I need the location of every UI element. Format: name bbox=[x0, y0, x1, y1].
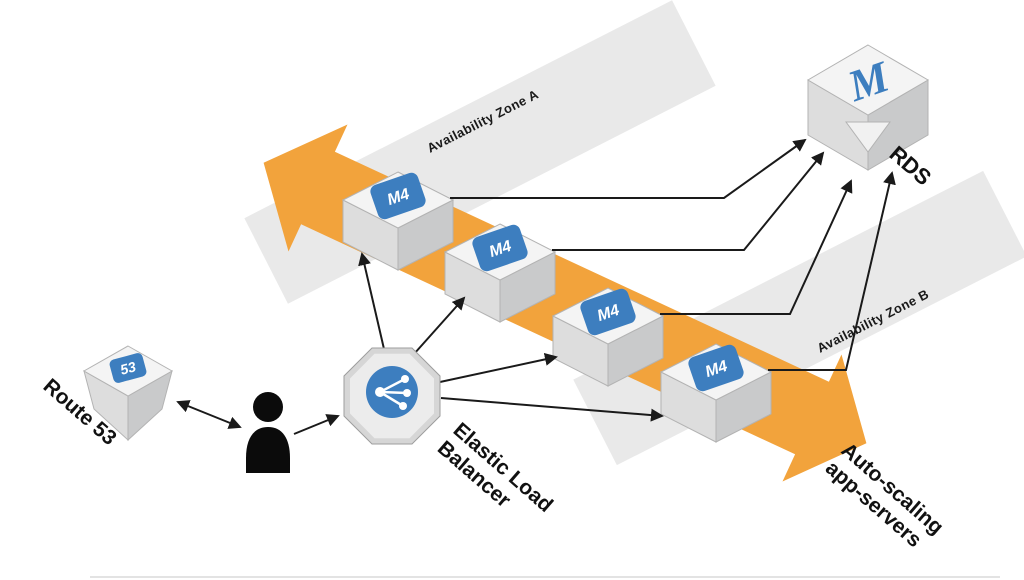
edge-elb-m4-2 bbox=[413, 296, 466, 355]
edge-m4-3-rds bbox=[660, 179, 853, 315]
elb-glyph-node-2 bbox=[403, 389, 411, 397]
m4-3-badge bbox=[580, 288, 636, 336]
m4-2-badge bbox=[472, 224, 528, 272]
rds-top-face bbox=[807, 44, 929, 116]
user-node bbox=[246, 392, 290, 473]
user-silhouette-icon bbox=[246, 427, 290, 473]
edge-elb-m4-1 bbox=[358, 252, 385, 350]
edge-m4-4-rds bbox=[768, 171, 896, 371]
m4-instance-2: M4 bbox=[443, 223, 557, 323]
route53-badge-label: 53 bbox=[118, 358, 137, 378]
elb-glyph-node-3 bbox=[399, 402, 407, 410]
edge-elb-m4-3 bbox=[439, 352, 558, 383]
route53-badge bbox=[109, 353, 147, 383]
route53-node: 53 Route 53 bbox=[39, 345, 174, 450]
edge-user-elb bbox=[293, 414, 340, 435]
edge-m4-1-rds bbox=[450, 138, 807, 199]
rds-node: M RDS bbox=[807, 44, 936, 190]
route53-gem-icon: 53 bbox=[109, 353, 147, 383]
m4-2-badge-label: M4 bbox=[487, 238, 514, 261]
m4-1-badge-label: M4 bbox=[385, 186, 412, 209]
edge-user-route53 bbox=[176, 400, 242, 429]
user-head-icon bbox=[253, 392, 283, 422]
auto-scaling-label: Auto-scaling app-servers bbox=[821, 438, 948, 552]
elb-node: Elastic Load Balancer bbox=[343, 347, 557, 517]
elb-glyph-node-1 bbox=[401, 375, 409, 383]
edge-elb-m4-4 bbox=[440, 397, 664, 422]
elb-glyph-node-main bbox=[375, 387, 385, 397]
load-balancer-octagon-icon bbox=[366, 366, 418, 418]
m4-1-badge bbox=[370, 172, 426, 220]
m4-instance-4: M4 bbox=[659, 343, 773, 443]
m4-instance-3: M4 bbox=[551, 287, 665, 387]
m4-instance-1: M4 bbox=[341, 171, 455, 271]
m4-4-badge-label: M4 bbox=[703, 358, 730, 381]
edge-m4-2-rds bbox=[552, 151, 825, 251]
m4-4-badge bbox=[688, 344, 744, 392]
m4-3-badge-label: M4 bbox=[595, 302, 622, 325]
rds-front-facet bbox=[845, 121, 891, 153]
